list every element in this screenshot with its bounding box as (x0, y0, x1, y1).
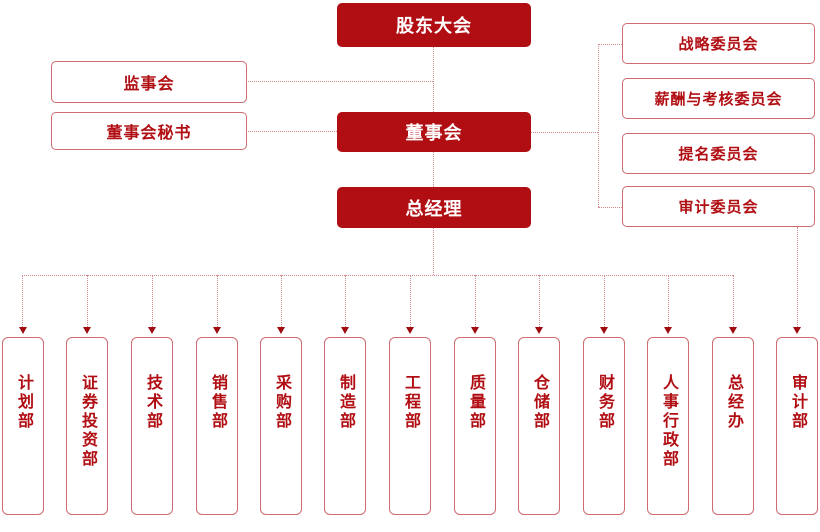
connector-drop (22, 275, 23, 327)
connector-drop (345, 275, 346, 327)
arrow-down-icon (793, 327, 801, 334)
node-supervisory-board: 监事会 (51, 61, 247, 103)
node-dept-gm-office: 总经办 (712, 337, 754, 515)
dept-label: 计划部 (15, 374, 32, 431)
node-dept-planning: 计划部 (2, 337, 44, 515)
dept-label: 销售部 (209, 374, 226, 431)
node-dept-manufacturing: 制造部 (324, 337, 366, 515)
node-nomination-committee: 提名委员会 (622, 133, 815, 174)
node-dept-hr-admin: 人事行政部 (647, 337, 689, 515)
node-dept-quality: 质量部 (454, 337, 496, 515)
node-audit-committee: 审计委员会 (622, 186, 815, 227)
node-dept-audit: 审计部 (776, 337, 818, 515)
connector-board-committee-spine (531, 132, 598, 133)
arrow-down-icon (213, 327, 221, 334)
node-dept-sales: 销售部 (196, 337, 238, 515)
arrow-down-icon (341, 327, 349, 334)
connector-drop (668, 275, 669, 327)
connector-drop (410, 275, 411, 327)
node-board-secretary: 董事会秘书 (51, 112, 247, 150)
dept-label: 总经办 (725, 374, 742, 431)
arrow-down-icon (664, 327, 672, 334)
arrow-down-icon (277, 327, 285, 334)
connector-audit-committee-audit-dept (797, 227, 798, 327)
arrow-down-icon (19, 327, 27, 334)
connector-drop (475, 275, 476, 327)
connector-drop (733, 275, 734, 327)
arrow-down-icon (600, 327, 608, 334)
connector-spine-strategy (598, 44, 622, 45)
node-compensation-assessment-committee: 薪酬与考核委员会 (622, 78, 815, 119)
connector-supervisory-board (246, 81, 433, 82)
connector-board-gm (433, 152, 434, 187)
node-dept-finance: 财务部 (583, 337, 625, 515)
dept-label: 仓储部 (531, 374, 548, 431)
node-board-of-directors: 董事会 (337, 112, 531, 152)
node-strategy-committee: 战略委员会 (622, 23, 815, 64)
dept-label: 人事行政部 (660, 374, 677, 469)
node-dept-purchasing: 采购部 (260, 337, 302, 515)
node-dept-warehouse: 仓储部 (518, 337, 560, 515)
arrow-down-icon (729, 327, 737, 334)
dept-label: 工程部 (402, 374, 419, 431)
connector-committee-spine (598, 44, 599, 207)
dept-label: 证券投资部 (79, 374, 96, 469)
connector-shareholders-board (433, 47, 434, 112)
arrow-down-icon (406, 327, 414, 334)
connector-departments-bus (22, 275, 733, 276)
arrow-down-icon (471, 327, 479, 334)
connector-spine-audit-committee (598, 207, 622, 208)
arrow-down-icon (83, 327, 91, 334)
dept-label: 审计部 (789, 374, 806, 431)
arrow-down-icon (535, 327, 543, 334)
node-dept-engineering: 工程部 (389, 337, 431, 515)
dept-label: 制造部 (337, 374, 354, 431)
connector-drop (217, 275, 218, 327)
dept-label: 技术部 (144, 374, 161, 431)
connector-drop (152, 275, 153, 327)
dept-label: 财务部 (596, 374, 613, 431)
node-general-manager: 总经理 (337, 187, 531, 228)
node-dept-technology: 技术部 (131, 337, 173, 515)
connector-drop (281, 275, 282, 327)
connector-drop (604, 275, 605, 327)
dept-label: 质量部 (467, 374, 484, 431)
connector-drop (539, 275, 540, 327)
dept-label: 采购部 (273, 374, 290, 431)
node-shareholders-meeting: 股东大会 (337, 3, 531, 47)
node-dept-securities-investment: 证券投资部 (66, 337, 108, 515)
arrow-down-icon (148, 327, 156, 334)
connector-gm-departments (433, 228, 434, 275)
connector-secretary-board (246, 131, 337, 132)
connector-drop (87, 275, 88, 327)
